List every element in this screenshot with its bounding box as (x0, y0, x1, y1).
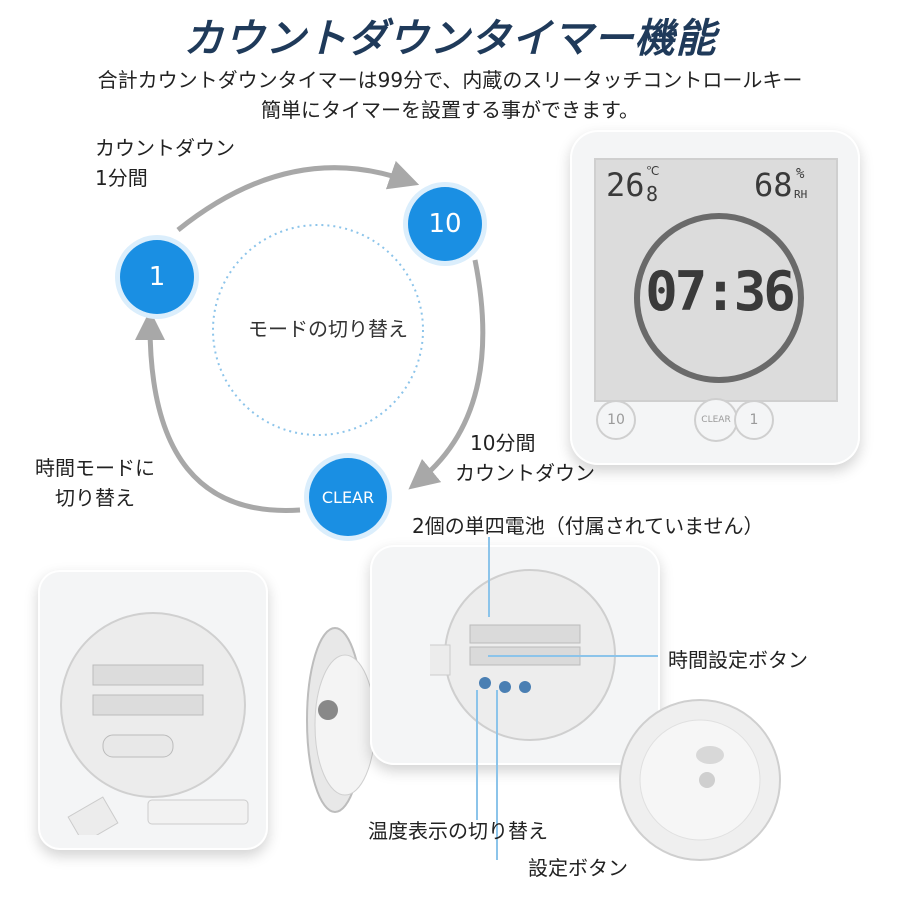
button-1[interactable]: 1 (734, 400, 774, 440)
temperature-decimal: 8 (646, 182, 659, 206)
suction-cup-front (619, 699, 781, 861)
label-time-mode-line1: 時間モードに (35, 456, 155, 480)
mode-cycle-diagram (135, 160, 486, 513)
description-line-2: 簡単にタイマーを設置する事ができます。 (261, 98, 639, 122)
button-clear[interactable]: CLEAR (694, 398, 738, 442)
mode-node-10: 10 (408, 187, 482, 261)
mode-switch-label: モードの切り替え (248, 317, 408, 341)
page-title: カウントダウンタイマー機能 (183, 16, 717, 62)
humidity-value: 68 (754, 166, 793, 204)
callout-line-temp-toggle (476, 690, 478, 820)
callout-line-battery (488, 537, 490, 617)
callout-temp-toggle: 温度表示の切り替え (368, 819, 548, 843)
time-display: 07:36 (645, 260, 796, 323)
label-countdown-10min-line2: カウントダウン (455, 461, 595, 485)
callout-line-set-button (496, 690, 498, 860)
button-10[interactable]: 10 (596, 400, 636, 440)
callout-time-set-button: 時間設定ボタン (668, 648, 808, 672)
callout-battery: 2個の単四電池（付属されていません） (412, 514, 764, 538)
humidity-rh-unit: RH (794, 188, 808, 201)
temperature-unit: ℃ (646, 164, 660, 178)
clock-back-left (38, 570, 268, 850)
label-countdown-1min-line2: 1分間 (95, 166, 148, 190)
suction-cup-side (306, 627, 376, 813)
label-countdown-1min-line1: カウントダウン (95, 136, 235, 160)
arrow-clear-to-1 (135, 310, 301, 513)
callout-set-button: 設定ボタン (528, 856, 628, 880)
label-time-mode-line2: 切り替え (55, 486, 135, 510)
mode-node-1: 1 (120, 240, 194, 314)
arrow-1-to-10 (176, 160, 420, 232)
temperature-main: 26 (606, 166, 645, 204)
label-countdown-10min-line1: 10分間 (470, 431, 536, 455)
humidity-percent-unit: % (796, 166, 805, 182)
clock-front: 26 8 ℃ 68 % RH 07:36 10 CLEAR 1 (570, 130, 860, 465)
arrow-10-to-clear (408, 259, 486, 490)
mode-node-clear: CLEAR (309, 458, 387, 536)
time-ring (634, 213, 804, 383)
battery-compartment-left (60, 612, 249, 835)
dotted-center-circle (212, 224, 424, 436)
callout-line-time-set (488, 655, 658, 657)
description-line-1: 合計カウントダウンタイマーは99分で、内蔵のスリータッチコントロールキー (97, 68, 803, 92)
lcd-screen: 26 8 ℃ 68 % RH 07:36 (594, 158, 838, 402)
